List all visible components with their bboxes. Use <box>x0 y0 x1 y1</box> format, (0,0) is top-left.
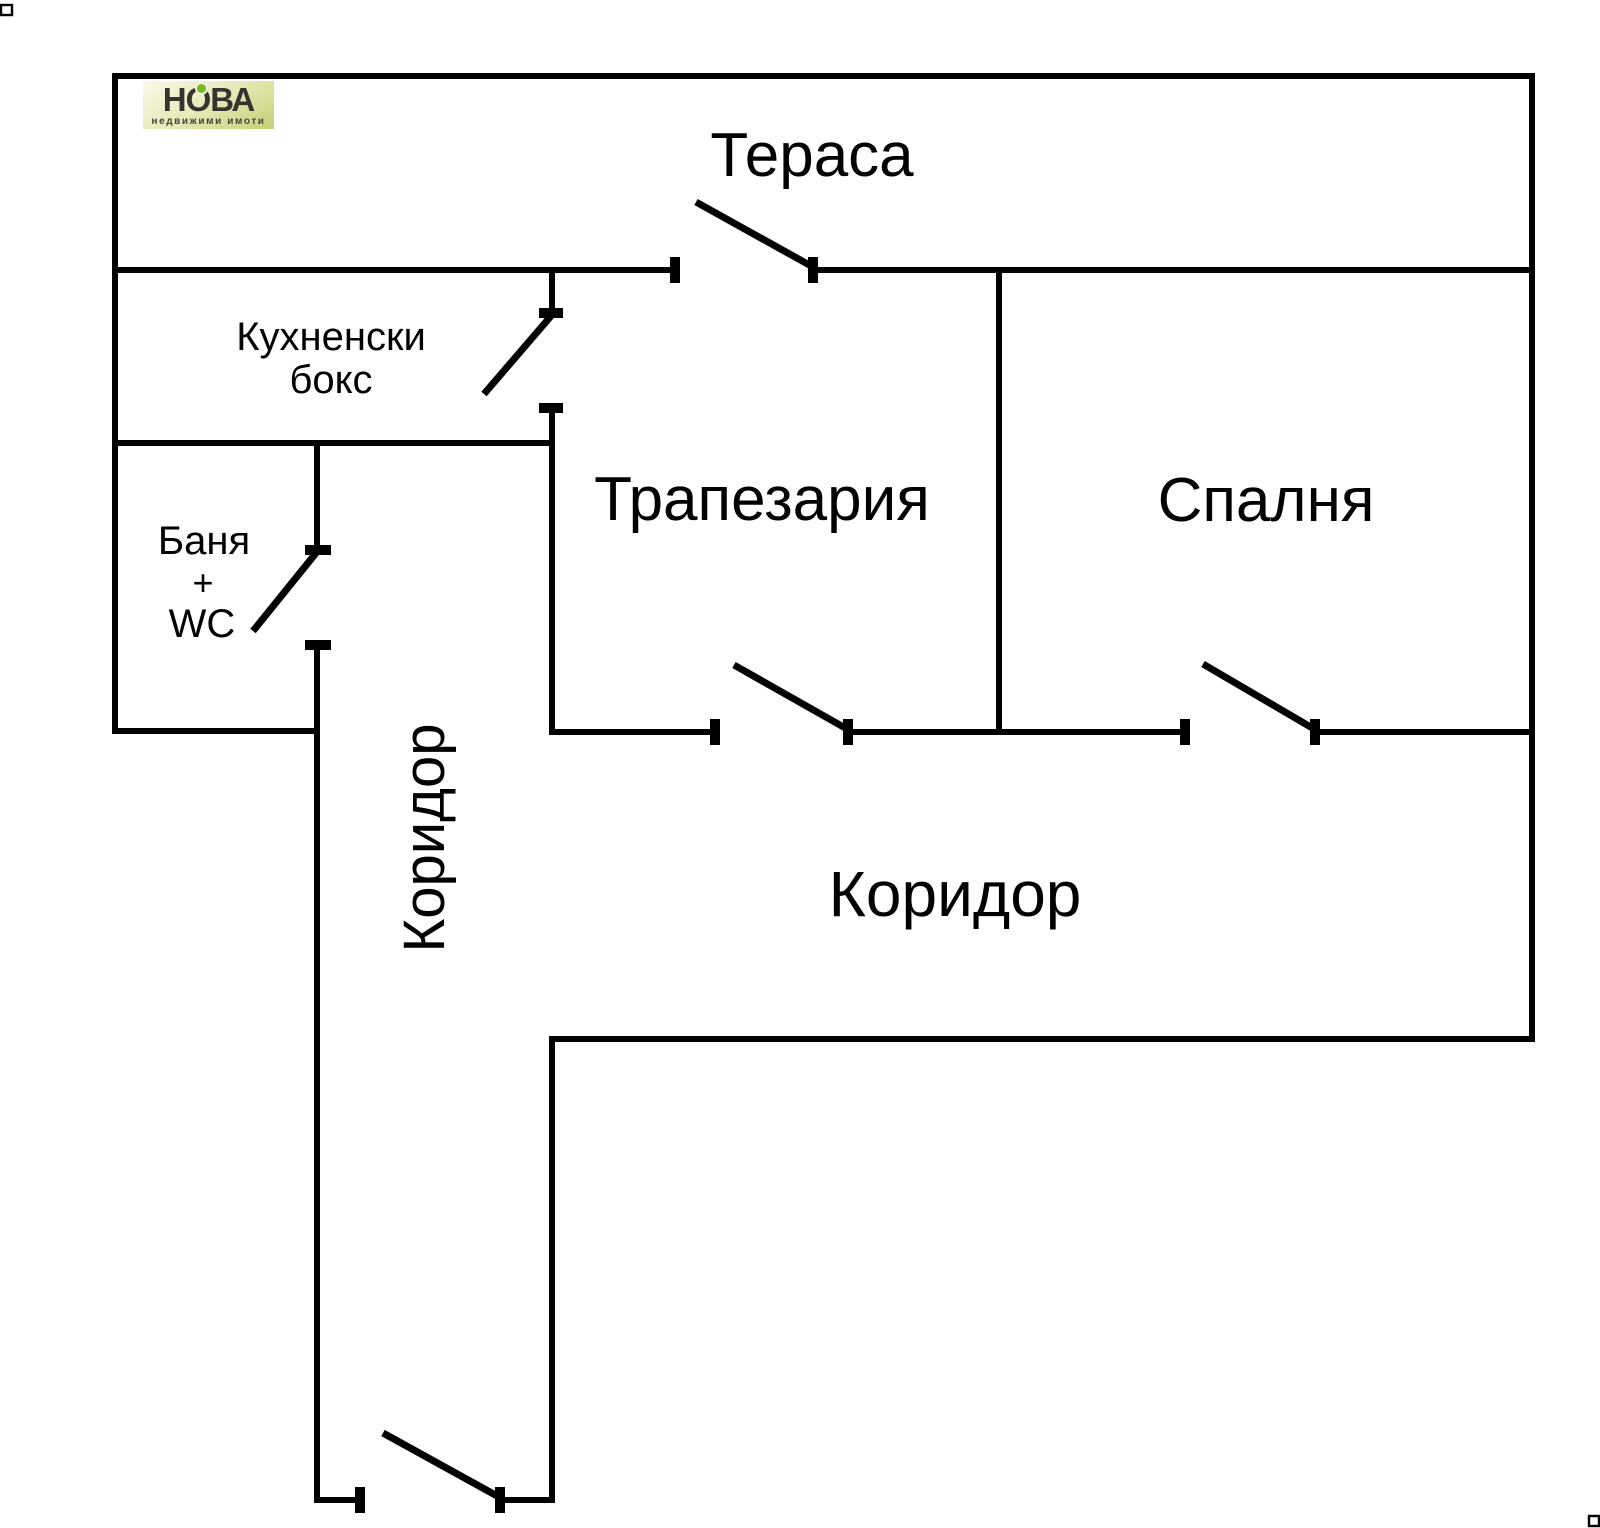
room-label-bath-line1: Баня <box>157 519 251 563</box>
door-leaf-entrance <box>381 1429 501 1501</box>
brand-tagline: недвижими имоти <box>151 116 266 127</box>
door-leaf-terrace <box>694 198 815 271</box>
room-label-kitchen-line2: бокс <box>289 358 373 402</box>
room-label-corridor: Коридор <box>828 858 1082 930</box>
door-leaf-bath <box>250 550 319 634</box>
room-label-bath-line2: + <box>192 562 214 603</box>
brand-logo: НОВА недвижими имоти <box>143 81 274 129</box>
brand-name: НОВА <box>163 82 255 116</box>
brand-text: НОВА <box>162 81 256 118</box>
corner-mark-bottom-right <box>1587 1514 1600 1528</box>
door-leaf-bedroom <box>1201 660 1316 733</box>
corner-mark-top-left <box>0 3 14 17</box>
room-label-dining: Трапезария <box>594 465 930 534</box>
door-leaf-kitchen <box>481 313 554 397</box>
room-label-bath-line3: WC <box>168 602 236 646</box>
door-leaf-dining <box>732 661 849 733</box>
room-label-kitchen-line1: Кухненски <box>236 315 426 359</box>
room-label-terrace: Тераса <box>710 121 914 190</box>
brand-dot-icon <box>194 82 208 95</box>
room-label-corridor-vertical: Коридор <box>392 723 457 953</box>
room-label-bedroom: Спалня <box>1157 466 1375 535</box>
